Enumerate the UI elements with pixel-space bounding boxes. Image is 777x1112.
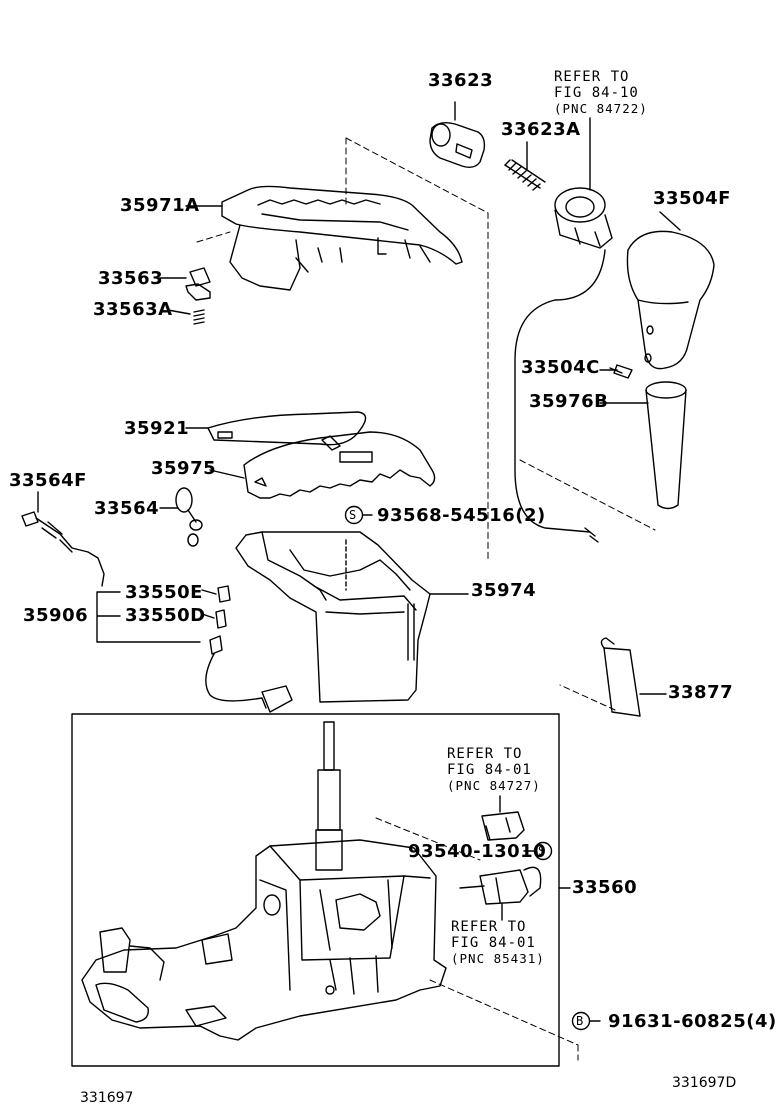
part-33564-lamp [159,487,203,547]
part-33504F-knob [626,211,715,370]
refer-note-85431[interactable]: REFER TO FIG 84-01 (PNC 85431) [451,919,545,967]
part-33564F-cable [21,491,105,587]
b-symbol-icon [571,1011,601,1031]
label-35976B[interactable]: 35976B [529,391,609,412]
refer-note-84722[interactable]: REFER TO FIG 84-10 (PNC 84722) [554,69,648,117]
b-symbol-letter: B [576,1014,585,1028]
label-35975[interactable]: 35975 [151,458,217,479]
s-symbol-letter-1: S [349,508,358,522]
refer-line-1: REFER TO [451,919,527,935]
refer-line-3: (PNC 84727) [447,778,541,793]
part-33504C-screw [599,364,633,379]
label-33550D[interactable]: 33550D [125,605,206,626]
refer-line-2: FIG 84-01 [451,935,536,951]
label-91631[interactable]: 91631-60825(4) [608,1011,777,1032]
label-35906[interactable]: 35906 [23,605,89,626]
assembly-frame [71,713,560,1067]
part-33563-button [159,267,211,301]
part-33623A-spring [504,141,546,191]
assembly-dashed-lines [375,817,579,1061]
label-93540[interactable]: 93540-13010 [408,841,547,862]
footer-code-right: 331697D [672,1075,737,1091]
part-shift-lever [315,721,343,871]
label-33563[interactable]: 33563 [98,268,164,289]
refer-line-3: (PNC 84722) [554,101,648,116]
part-position-indicator [514,117,613,543]
label-35974[interactable]: 35974 [471,580,537,601]
part-35921-plate [185,411,367,446]
label-35921[interactable]: 35921 [124,418,190,439]
label-33550E[interactable]: 33550E [125,582,203,603]
part-shift-lock-solenoid [459,795,542,921]
s-symbol-icon-2 [523,841,553,861]
label-33623A[interactable]: 33623A [501,119,581,140]
part-35971A-bezel [185,185,463,291]
part-33623-cap [429,101,486,169]
refer-line-1: REFER TO [447,746,523,762]
refer-note-84727[interactable]: REFER TO FIG 84-01 (PNC 84727) [447,746,541,794]
label-33560[interactable]: 33560 [572,877,638,898]
label-33564[interactable]: 33564 [94,498,160,519]
part-shift-base [81,839,447,1041]
refer-line-3: (PNC 85431) [451,951,545,966]
label-93568[interactable]: 93568-54516(2) [377,505,546,526]
refer-line-2: FIG 84-10 [554,85,639,101]
label-33504C[interactable]: 33504C [521,357,600,378]
label-33504F[interactable]: 33504F [653,188,731,209]
console-outline-dashed [196,137,656,711]
label-33623[interactable]: 33623 [428,70,494,91]
label-35971A[interactable]: 35971A [120,195,200,216]
refer-line-1: REFER TO [554,69,630,85]
label-33877[interactable]: 33877 [668,682,734,703]
part-35975-slide [209,431,436,499]
refer-line-2: FIG 84-01 [447,762,532,778]
diagram-artwork [21,101,715,1067]
s-symbol-icon-1 [344,505,373,525]
label-33564F[interactable]: 33564F [9,470,87,491]
part-35974-housing [235,531,469,703]
label-33563A[interactable]: 33563A [93,299,173,320]
s-symbol-letter-2: S [538,844,547,858]
footer-code-left: 331697 [80,1090,134,1106]
part-35976B-boot [599,381,687,510]
part-35906-harness [96,585,293,713]
part-33877-label [600,637,667,717]
parts-diagram: 33623 33623A 35971A 33504F 33563 33563A … [9,69,777,1106]
part-33563A-spring [167,309,205,325]
